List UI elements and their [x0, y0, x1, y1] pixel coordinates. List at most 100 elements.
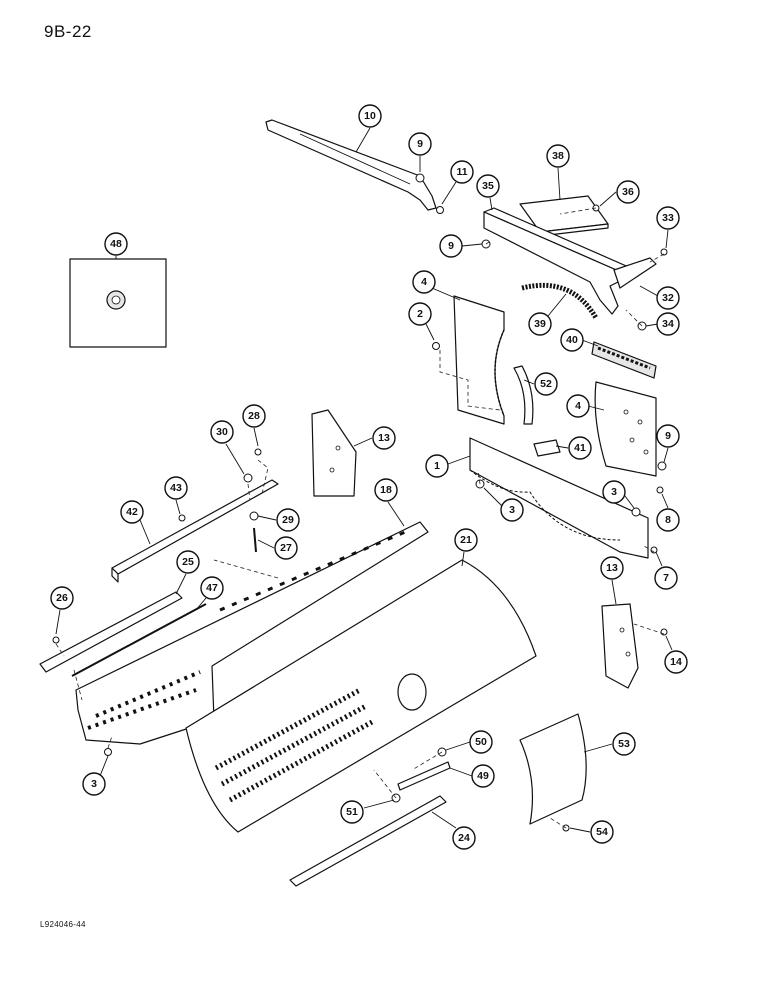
callout-8: 8 [656, 493, 680, 532]
callout-54: 54 [569, 820, 614, 844]
svg-text:4: 4 [575, 400, 581, 412]
svg-text:3: 3 [611, 486, 617, 498]
svg-text:9: 9 [665, 430, 671, 442]
svg-text:41: 41 [574, 442, 586, 454]
svg-text:27: 27 [280, 542, 292, 554]
svg-text:7: 7 [663, 572, 669, 584]
part-4-right-side-plate [594, 381, 657, 477]
callout-27: 27 [257, 536, 298, 560]
svg-text:54: 54 [596, 826, 608, 838]
svg-text:4: 4 [421, 276, 427, 288]
callout-38: 38 [546, 144, 570, 201]
callout-39: 39 [528, 293, 567, 336]
svg-text:51: 51 [346, 806, 358, 818]
svg-text:13: 13 [378, 432, 390, 444]
svg-text:3: 3 [509, 504, 515, 516]
part-13-upper-bracket [311, 409, 357, 497]
callout-41: 41 [555, 436, 592, 460]
callout-14: 14 [664, 635, 688, 674]
callout-28: 28 [242, 404, 266, 447]
svg-text:1: 1 [434, 460, 440, 472]
callout-26: 26 [50, 586, 74, 635]
callout-11: 11 [441, 160, 474, 205]
part-13-lower-bracket [601, 603, 639, 689]
svg-text:11: 11 [456, 166, 467, 178]
part-10-support-bar [265, 119, 437, 211]
svg-text:21: 21 [460, 534, 472, 546]
callout-2: 2 [408, 302, 435, 341]
callout-30: 30 [210, 420, 245, 475]
svg-text:52: 52 [540, 378, 552, 390]
svg-text:28: 28 [248, 410, 260, 422]
svg-text:3: 3 [91, 778, 97, 790]
callout-36: 36 [599, 180, 640, 207]
svg-text:26: 26 [56, 592, 68, 604]
part-40-rasp-bar [591, 341, 657, 379]
callout-42: 42 [120, 500, 151, 545]
callout-9-mid: 9 [439, 234, 483, 258]
part-24-shaft [289, 795, 447, 887]
part-48-cover-plate [69, 258, 167, 348]
callout-32: 32 [639, 285, 680, 310]
part-52-wear-strip [513, 365, 534, 425]
svg-text:2: 2 [417, 308, 423, 320]
callout-53: 53 [583, 732, 636, 756]
svg-text:39: 39 [534, 318, 546, 330]
part-1-concave-bar [469, 437, 649, 559]
svg-text:43: 43 [170, 482, 182, 494]
callout-18: 18 [374, 478, 405, 527]
svg-text:29: 29 [282, 514, 294, 526]
svg-text:50: 50 [475, 736, 487, 748]
svg-text:48: 48 [110, 238, 122, 250]
svg-text:30: 30 [216, 426, 228, 438]
part-32-bracket [613, 257, 657, 289]
part-42-support-rod [111, 479, 279, 583]
svg-text:8: 8 [665, 514, 671, 526]
page-number: 9B-22 [44, 22, 92, 41]
svg-text:9: 9 [448, 240, 454, 252]
part-49-strip [397, 761, 451, 791]
svg-text:32: 32 [662, 292, 674, 304]
callout-29: 29 [257, 508, 300, 532]
svg-text:24: 24 [458, 832, 470, 844]
callout-9-lower: 9 [656, 424, 680, 463]
svg-text:35: 35 [482, 180, 494, 192]
part-4-left-side-plate [453, 295, 505, 425]
svg-text:18: 18 [380, 484, 392, 496]
callout-51: 51 [340, 799, 395, 824]
svg-text:38: 38 [552, 150, 564, 162]
callout-47: 47 [195, 576, 224, 611]
part-21-main-cover [185, 559, 537, 833]
callout-33: 33 [656, 206, 680, 249]
callout-1: 1 [425, 454, 471, 478]
callout-21: 21 [454, 528, 478, 567]
svg-text:9: 9 [417, 138, 423, 150]
part-41-wear-insert [533, 439, 561, 457]
part-39-arc-strip [521, 282, 599, 320]
callout-10: 10 [355, 104, 382, 153]
svg-text:36: 36 [622, 186, 634, 198]
svg-text:47: 47 [206, 582, 218, 594]
svg-text:49: 49 [477, 770, 489, 782]
svg-text:14: 14 [670, 656, 682, 668]
callout-3-left: 3 [82, 755, 109, 796]
assembly-dashed-lines [55, 207, 665, 829]
part-35-cross-beam [483, 207, 641, 315]
callout-25: 25 [175, 550, 200, 595]
callout-34: 34 [645, 312, 680, 336]
svg-text:25: 25 [182, 556, 194, 568]
callout-35: 35 [476, 174, 500, 211]
figure-reference-code: L924046-44 [40, 920, 86, 929]
callout-3-center: 3 [483, 487, 524, 522]
svg-text:42: 42 [126, 506, 138, 518]
part-25-rod [39, 591, 183, 673]
svg-text:40: 40 [566, 334, 578, 346]
callout-40: 40 [560, 328, 599, 352]
svg-text:10: 10 [364, 110, 376, 122]
callout-9-top: 9 [408, 132, 432, 172]
callout-43: 43 [164, 476, 188, 515]
callout-4-upper: 4 [412, 270, 461, 301]
svg-text:34: 34 [662, 318, 674, 330]
callout-48: 48 [104, 232, 128, 259]
